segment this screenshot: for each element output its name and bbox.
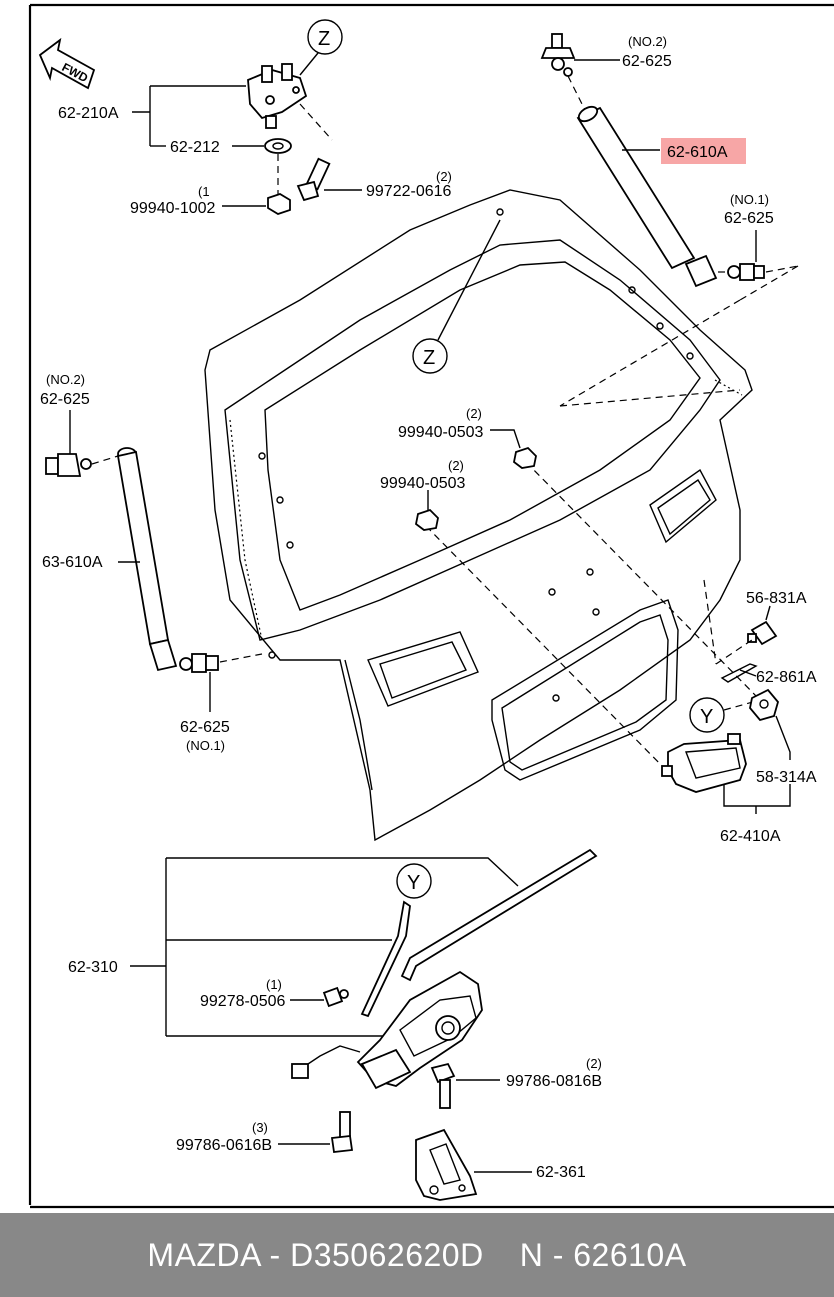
liftgate-outline xyxy=(204,189,753,842)
label-62-361: 62-361 xyxy=(536,1164,586,1181)
label-56-831A: 56-831A xyxy=(746,590,807,607)
nut-0503-lower xyxy=(415,508,439,531)
label-62-625-top: 62-625 xyxy=(622,53,672,70)
striker-part xyxy=(415,1128,478,1201)
ball-stud-left xyxy=(45,453,92,477)
label-62-625-bottom: 62-625 xyxy=(180,719,230,736)
nut-part xyxy=(267,193,291,215)
z-callout-top: Z xyxy=(299,19,343,76)
label-62-610A: 62-610A xyxy=(667,144,728,161)
label-99940-0503-a: 99940-0503 xyxy=(398,424,484,441)
svg-text:(NO.2): (NO.2) xyxy=(46,372,85,387)
latch-part xyxy=(291,970,483,1090)
label-99940-0503-b: 99940-0503 xyxy=(380,475,466,492)
switch-part xyxy=(749,688,779,722)
y-callout-bottom: Y xyxy=(396,863,432,899)
svg-text:(2): (2) xyxy=(436,169,452,184)
label-99786-0616B: 99786-0616B xyxy=(176,1137,272,1154)
rod-right xyxy=(400,848,598,982)
label-99940-1002: 99940-1002 xyxy=(130,200,216,217)
bolt-part xyxy=(296,157,331,202)
gas-strut-right xyxy=(576,105,718,288)
rod-clip-part xyxy=(322,986,349,1008)
label-99278-0506: 99278-0506 xyxy=(200,993,286,1010)
highlight-box xyxy=(661,138,746,164)
label-62-625-right: 62-625 xyxy=(724,210,774,227)
svg-text:(1: (1 xyxy=(198,184,210,199)
rod-left xyxy=(360,900,411,1018)
bolt-0616-part xyxy=(330,1111,354,1153)
label-62-410A: 62-410A xyxy=(720,828,781,845)
label-99722-0616: 99722-0616 xyxy=(366,183,452,200)
label-62-212: 62-212 xyxy=(170,139,220,156)
seal-part xyxy=(720,663,758,683)
label-63-610A: 63-610A xyxy=(42,554,103,571)
svg-text:(2): (2) xyxy=(448,458,464,473)
nut-0503-upper xyxy=(513,446,537,469)
svg-text:(2): (2) xyxy=(466,406,482,421)
footer-ref-part: N - 62610A xyxy=(519,1236,687,1273)
bolt-0816-part xyxy=(430,1062,456,1109)
label-62-625-left: 62-625 xyxy=(40,391,90,408)
label-62-861A: 62-861A xyxy=(756,669,817,686)
ball-stud-right xyxy=(727,263,765,281)
handle-part xyxy=(661,733,747,793)
z-callout-middle: Z xyxy=(412,219,501,374)
svg-text:(NO.1): (NO.1) xyxy=(730,192,769,207)
washer-part xyxy=(264,138,292,154)
footer-bar: MAZDA - D35062620D N - 62610A xyxy=(0,1213,834,1297)
hinge-part xyxy=(247,63,308,129)
clip-part xyxy=(747,620,778,646)
ball-stud-bottom xyxy=(179,653,219,673)
gas-strut-left xyxy=(116,447,178,672)
svg-text:(3): (3) xyxy=(252,1120,268,1135)
svg-text:Y: Y xyxy=(407,872,420,894)
svg-text:(NO.2): (NO.2) xyxy=(628,34,667,49)
label-62-310: 62-310 xyxy=(68,959,118,976)
label-62-210A: 62-210A xyxy=(58,105,119,122)
svg-text:Z: Z xyxy=(423,347,435,369)
svg-text:(2): (2) xyxy=(586,1056,602,1071)
bracket-62-310 xyxy=(166,857,519,887)
fwd-arrow-icon: FWD xyxy=(38,37,96,90)
parts-diagram: FWD Z 62-210A 62-212 (1 99940-1002 (2) 9… xyxy=(28,3,834,1209)
label-58-314A: 58-314A xyxy=(756,769,817,786)
label-99786-0816B: 99786-0816B xyxy=(506,1073,602,1090)
svg-text:(1): (1) xyxy=(266,977,282,992)
ball-stud-top xyxy=(540,33,576,77)
y-callout-right: Y xyxy=(689,697,761,733)
svg-text:Z: Z xyxy=(318,28,330,50)
svg-text:(NO.1): (NO.1) xyxy=(186,738,225,753)
footer-brand-part: MAZDA - D35062620D xyxy=(147,1236,484,1273)
svg-text:Y: Y xyxy=(700,706,713,728)
